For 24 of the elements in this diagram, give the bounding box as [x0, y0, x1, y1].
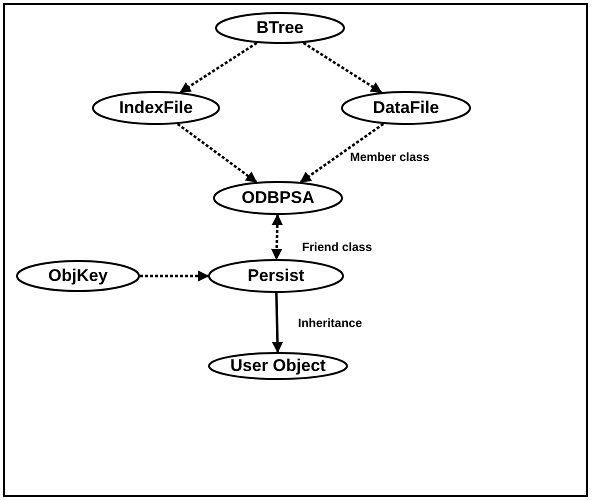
node-label: ODBPSA — [242, 188, 314, 208]
node-label: IndexFile — [119, 98, 193, 118]
node-label: DataFile — [372, 98, 440, 118]
arrow — [176, 122, 258, 183]
ellipse-node — [92, 91, 220, 125]
edge-label: Inheritance — [296, 316, 364, 330]
arrow — [179, 42, 258, 94]
node-label: Persist — [248, 266, 304, 286]
ellipse-node — [208, 259, 344, 293]
arrow — [272, 292, 284, 354]
ellipse-node — [213, 181, 343, 215]
edge-label: Friend class — [300, 240, 374, 254]
edge-label: Member class — [348, 150, 432, 164]
arrow — [300, 122, 384, 184]
ellipse-node — [208, 352, 348, 380]
ellipse-node — [215, 12, 345, 44]
node-label: BTree — [256, 18, 304, 38]
ellipse-node — [16, 260, 140, 292]
ellipse-node — [341, 91, 471, 125]
arrow — [271, 214, 283, 260]
arrow — [302, 42, 382, 94]
arrow — [140, 270, 210, 282]
node-label: ObjKey — [48, 266, 108, 286]
node-label: User Object — [230, 356, 326, 376]
